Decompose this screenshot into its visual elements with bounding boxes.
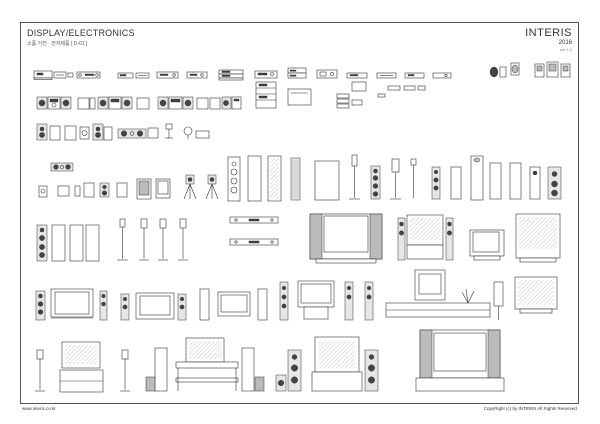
sheet-title: DISPLAY/ELECTRONICS <box>27 28 135 38</box>
entertainment-units-row-7 <box>35 329 505 393</box>
speakers-row-3 <box>36 123 210 141</box>
brand-version: ver 1.0 <box>559 47 572 52</box>
brand-name: INTERIS <box>525 27 572 39</box>
brand-year: 2016 <box>558 40 572 46</box>
tvs-row-5 <box>36 213 561 264</box>
footer-website: www.interis.co.kr <box>22 406 56 411</box>
tvs-row-6 <box>35 269 558 321</box>
drawing-sheet-border <box>20 22 579 404</box>
audio-components-row-1 <box>33 61 571 81</box>
footer-copyright: CopyRight (c) by INTERIS All Rights Rese… <box>483 406 578 411</box>
tower-speakers-row-4 <box>38 154 562 202</box>
sheet-subtitle: 소품 가전 · 전자제품 [ D-01 ] <box>27 41 88 47</box>
hifi-systems-row-2 <box>36 81 426 110</box>
